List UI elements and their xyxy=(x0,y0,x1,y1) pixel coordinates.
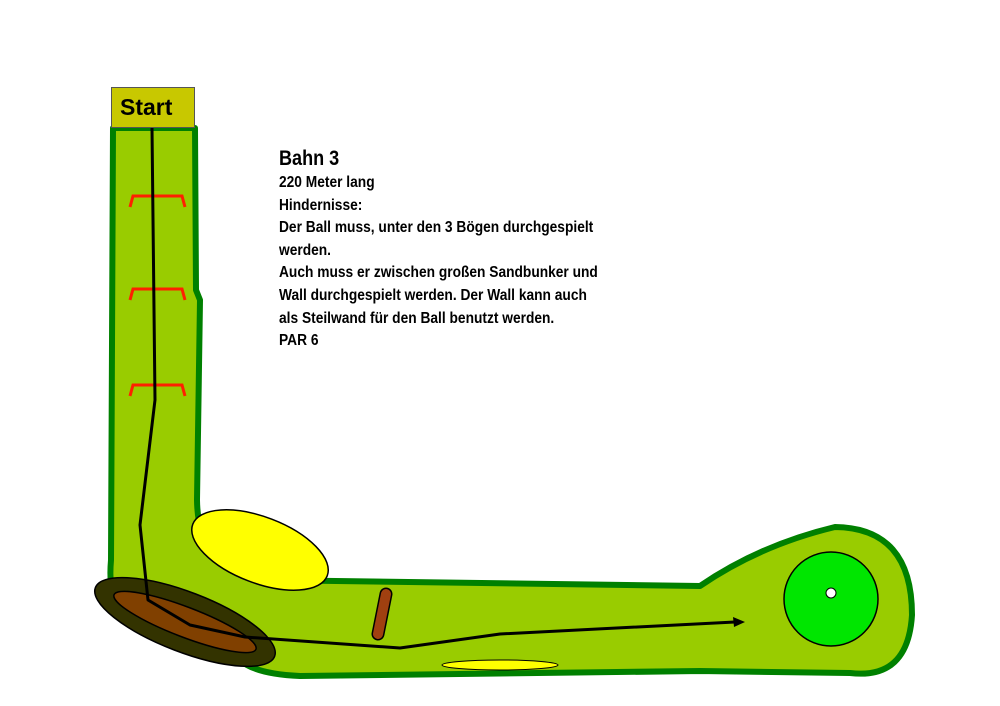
info-line: werden. xyxy=(279,241,332,259)
wall-fill xyxy=(373,589,391,639)
sand-bunker-large xyxy=(190,509,330,591)
info-obstacles-label: Hindernisse: xyxy=(279,196,363,214)
arches xyxy=(128,194,187,397)
info-length: 220 Meter lang xyxy=(279,174,375,191)
hole-info: Bahn 3 220 Meter lang Hindernisse: Der B… xyxy=(279,146,598,353)
info-line: Der Ball muss, unter den 3 Bögen durchge… xyxy=(279,219,594,237)
arrow-head-icon xyxy=(733,617,745,627)
info-par: PAR 6 xyxy=(279,332,319,350)
arch-3 xyxy=(128,383,187,397)
putting-green xyxy=(783,551,879,647)
info-line: Wall durchgespielt werden. Der Wall kann… xyxy=(279,286,587,304)
info-line: Auch muss er zwischen großen Sandbunker … xyxy=(279,264,598,282)
arch-2 xyxy=(128,287,187,301)
start-box: Start xyxy=(111,87,195,128)
arch-1 xyxy=(128,194,187,208)
sand-bunker-small xyxy=(441,659,559,671)
hole-icon xyxy=(825,587,837,599)
ball-path xyxy=(138,127,736,650)
info-line: als Steilwand für den Ball benutzt werde… xyxy=(279,309,555,327)
hole-title: Bahn 3 xyxy=(279,147,340,170)
